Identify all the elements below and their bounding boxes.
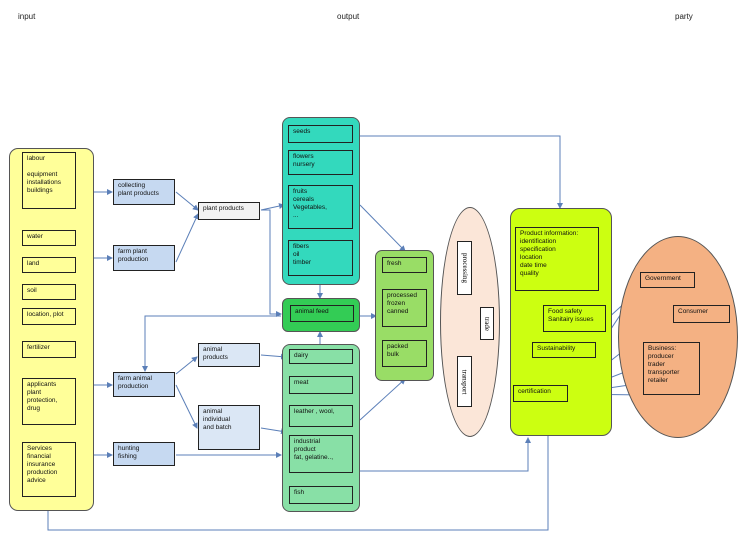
output-fibers-oil-timber: fibers oil timber [288, 240, 353, 276]
information-group [510, 208, 612, 436]
input-applicants: applicants plant protection, drug [22, 378, 76, 425]
input-labour: labour equipment installations buildings [22, 152, 76, 209]
farm-animal-production: farm animal production [113, 372, 175, 397]
food-safety: Food safety Sanitairy issues [543, 305, 606, 332]
input-location-plot: location, plot [22, 308, 76, 325]
output-seeds: seeds [288, 125, 353, 143]
animal-products: animal products [198, 343, 260, 367]
output-meat: meat [289, 376, 353, 394]
input-header: input [18, 12, 36, 21]
output-header: output [337, 12, 360, 21]
input-fertilizer: fertilizer [22, 341, 76, 358]
party-ellipse [618, 236, 738, 438]
output-fruits-cereals: fruits cereals Vegetables, ... [288, 185, 353, 229]
plant-output-group [282, 117, 360, 285]
output-animal-feed: animal feed [290, 305, 354, 322]
input-soil: soil [22, 284, 76, 300]
certification: certification [513, 385, 568, 402]
animal-output-group [282, 344, 360, 512]
input-services: Services financial insurance production … [22, 442, 76, 497]
party-header: party [675, 12, 693, 21]
processed-group [375, 250, 434, 381]
output-fish: fish [289, 486, 353, 504]
party-business: Business: producer trader transporter re… [643, 342, 700, 395]
chain-processing: processing [457, 241, 472, 295]
sustainability: Sustainability [532, 342, 596, 358]
processed-fresh: fresh [382, 257, 427, 273]
product-information: Product information: identification spec… [515, 227, 599, 291]
collecting-plant-products: collecting plant products [113, 179, 175, 205]
processed-frozen-canned: processed frozen canned [382, 289, 427, 327]
farm-plant-production: farm plant production [113, 245, 175, 271]
output-flowers-nursery: flowers nursery [288, 150, 353, 175]
output-dairy: dairy [289, 349, 353, 364]
hunting-fishing: hunting fishing [113, 442, 175, 466]
input-water: water [22, 230, 76, 246]
party-government: Government [640, 272, 695, 288]
animal-individual-batch: animal individual and batch [198, 405, 260, 450]
output-industrial-product: industrial product fat, gelatine.., [289, 435, 353, 473]
plant-products: plant products [198, 202, 260, 220]
chain-trade: trade [480, 307, 494, 340]
chain-transport: transport [457, 356, 472, 407]
party-consumer: Consumer [673, 305, 730, 323]
output-leather-wool: leather , wool, [289, 405, 353, 427]
animal-feed-group [282, 298, 360, 332]
processed-packed-bulk: packed bulk [382, 340, 427, 367]
input-land: land [22, 257, 76, 273]
